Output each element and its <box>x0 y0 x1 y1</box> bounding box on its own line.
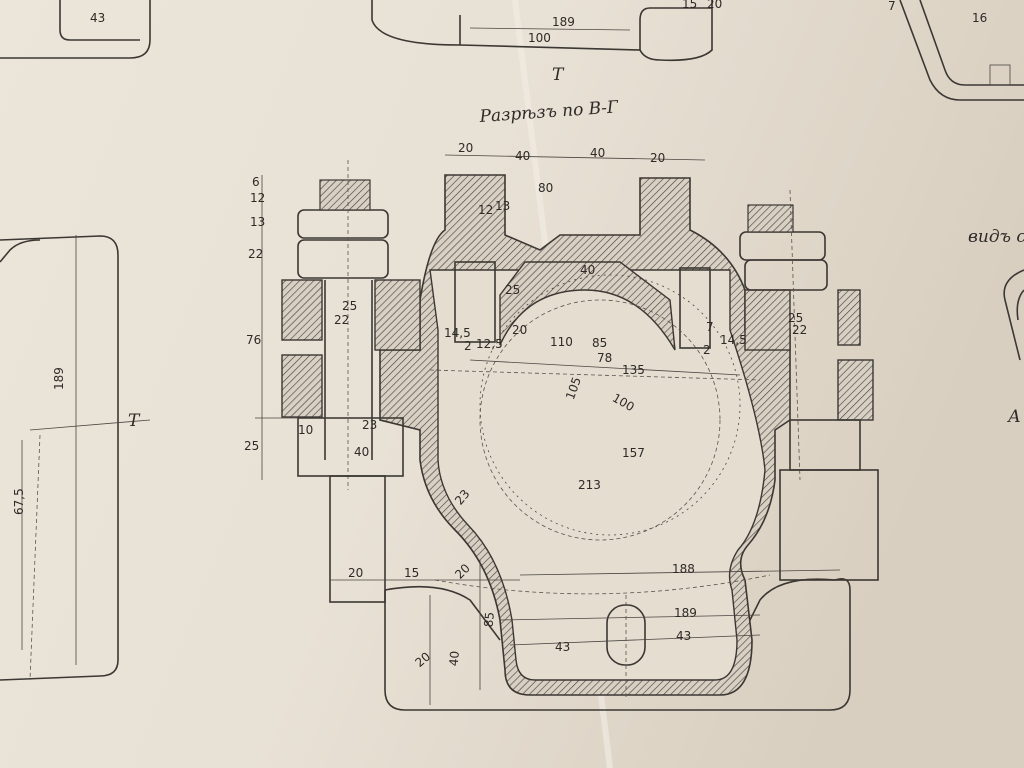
left-partial-drawing <box>0 0 151 681</box>
dim-label: 188 <box>672 562 695 576</box>
dim-label: 12 <box>478 203 493 217</box>
left-flange-top <box>281 279 323 341</box>
dim-label: 40 <box>580 263 595 277</box>
bearing-cap <box>499 261 676 351</box>
dim-label: 20 <box>348 566 363 580</box>
main-section-drawing <box>255 154 879 711</box>
dim-label: 20 <box>650 151 665 165</box>
dim-label: 189 <box>674 606 697 620</box>
dim-label: 85 <box>482 611 497 627</box>
dim-label: 25 <box>244 439 259 453</box>
section-mark-top: Т <box>552 65 565 85</box>
dim-label: 85 <box>592 336 607 350</box>
dim-label: 14,5 <box>720 333 747 347</box>
dim-label: 15 <box>404 566 419 580</box>
right-partial-drawing <box>1003 269 1024 361</box>
dim-label: 20 <box>512 323 527 337</box>
dim-label: 43 <box>90 11 105 25</box>
dim-label: 25 <box>788 311 803 325</box>
dim-label: 110 <box>550 335 573 349</box>
dim-label: 40 <box>590 146 605 160</box>
dim-label: 80 <box>538 181 553 195</box>
dim-label: 189 <box>552 15 575 29</box>
dim-label: 40 <box>447 650 462 666</box>
dim-label: 2 <box>464 339 472 353</box>
dim-label: 76 <box>246 333 261 347</box>
dim-label: 22 <box>248 247 263 261</box>
top-partial-drawing <box>371 0 713 62</box>
dim-label: 25 <box>505 283 520 297</box>
dim-label: 7 <box>706 320 714 334</box>
dim-label: 100 <box>528 31 551 45</box>
top-right-partial-drawing <box>899 0 1024 101</box>
dim-label: 135 <box>622 363 645 377</box>
left-flange-bottom <box>281 354 323 418</box>
dim-label: 12 <box>250 191 265 205</box>
dim-label: 213 <box>578 478 601 492</box>
section-mark-left: Т <box>128 411 141 431</box>
dim-label: 157 <box>622 446 645 460</box>
dim-label: 12,5 <box>476 337 503 351</box>
section-mark-right: А <box>1007 407 1021 427</box>
dim-label: 43 <box>676 629 691 643</box>
dim-label: 40 <box>354 445 369 459</box>
dim-label: 15 <box>682 0 697 11</box>
dim-label: 23 <box>362 418 377 432</box>
dim-label: 22 <box>792 323 807 337</box>
dim-label: 16 <box>972 11 987 25</box>
dim-label: 20 <box>458 141 473 155</box>
dim-label: 25 <box>342 299 357 313</box>
dim-label: 13 <box>250 215 265 229</box>
dim-label: 10 <box>298 423 313 437</box>
dim-label: 189 <box>52 367 66 390</box>
dim-label: 40 <box>515 149 530 163</box>
dim-label: 2 <box>703 343 711 357</box>
dim-label: 13 <box>495 199 510 213</box>
dim-label: 43 <box>555 640 570 654</box>
dim-label: 7 <box>888 0 896 13</box>
dim-label: 6 <box>252 175 260 189</box>
dim-label: 20 <box>707 0 722 11</box>
dim-label: 78 <box>597 351 612 365</box>
dim-label: 22 <box>334 313 349 327</box>
dim-label: 14,5 <box>444 326 471 340</box>
dim-label: 67,5 <box>12 488 26 515</box>
side-view-note: видъ све <box>968 227 1024 247</box>
